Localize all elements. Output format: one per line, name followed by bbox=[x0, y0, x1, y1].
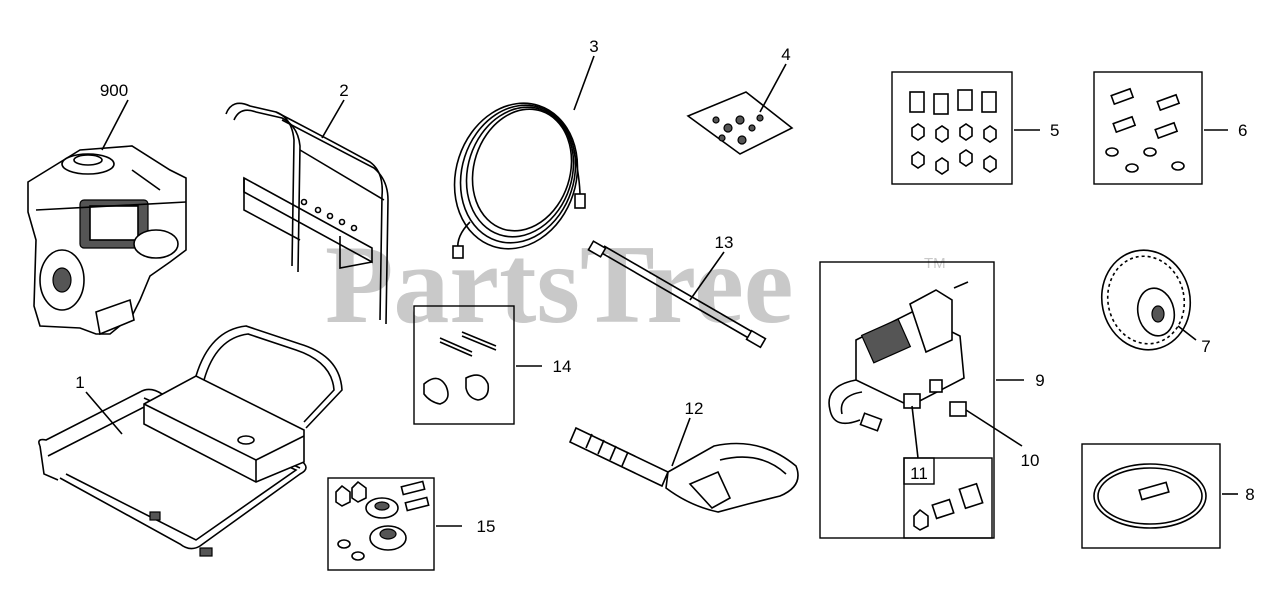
leader-4 bbox=[759, 63, 787, 113]
part-bearings-kit[interactable] bbox=[327, 477, 435, 571]
leader-13 bbox=[689, 251, 725, 301]
leader-1 bbox=[85, 391, 123, 435]
callout-9[interactable]: 9 bbox=[1035, 371, 1044, 390]
callout-1[interactable]: 1 bbox=[75, 373, 84, 392]
watermark-trademark: TM bbox=[924, 255, 946, 272]
leader-3 bbox=[573, 55, 595, 111]
callout-7[interactable]: 7 bbox=[1201, 337, 1210, 356]
callout-900[interactable]: 900 bbox=[100, 81, 128, 100]
leader-2 bbox=[321, 99, 345, 139]
part-handle[interactable] bbox=[225, 102, 389, 325]
leader-10 bbox=[965, 409, 1023, 447]
part-mounts-kit[interactable] bbox=[891, 71, 1013, 185]
leader-12 bbox=[671, 417, 691, 467]
leader-11 bbox=[911, 405, 919, 459]
callout-8[interactable]: 8 bbox=[1245, 485, 1254, 504]
part-frame[interactable] bbox=[38, 325, 343, 557]
callout-12[interactable]: 12 bbox=[685, 399, 704, 418]
callout-15[interactable]: 15 bbox=[477, 517, 496, 536]
callout-10[interactable]: 10 bbox=[1021, 451, 1040, 470]
part-lance[interactable] bbox=[587, 240, 767, 349]
leader-900 bbox=[101, 99, 129, 151]
part-fittings-kit[interactable] bbox=[903, 457, 993, 539]
watermark: PartsTree bbox=[325, 223, 794, 347]
callout-4[interactable]: 4 bbox=[781, 45, 790, 64]
callout-6[interactable]: 6 bbox=[1238, 121, 1247, 140]
part-spray-gun[interactable] bbox=[568, 426, 799, 513]
callout-11[interactable]: 11 bbox=[910, 464, 928, 483]
leader-7 bbox=[1177, 325, 1197, 341]
callout-14[interactable]: 14 bbox=[553, 357, 572, 376]
part-oring-kit[interactable] bbox=[1081, 443, 1221, 549]
callout-3[interactable]: 3 bbox=[589, 37, 598, 56]
part-hose[interactable] bbox=[436, 87, 596, 265]
part-wheel[interactable] bbox=[1093, 242, 1200, 358]
part-bolts-kit[interactable] bbox=[1093, 71, 1203, 185]
part-hardware-bag[interactable] bbox=[686, 91, 794, 155]
callout-13[interactable]: 13 bbox=[715, 233, 734, 252]
part-engine[interactable] bbox=[27, 145, 187, 336]
part-knobs-kit[interactable] bbox=[413, 305, 515, 425]
callout-2[interactable]: 2 bbox=[339, 81, 348, 100]
callout-5[interactable]: 5 bbox=[1050, 121, 1059, 140]
